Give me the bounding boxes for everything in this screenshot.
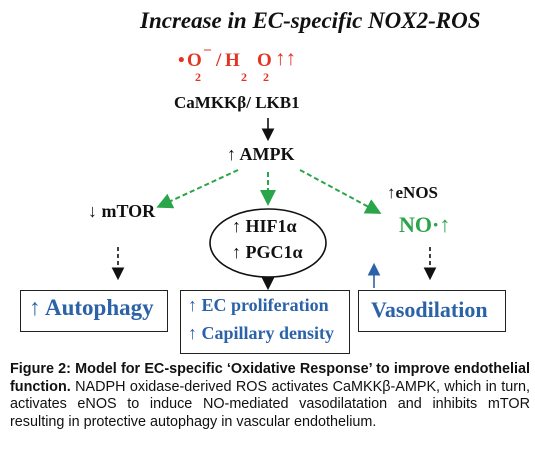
ros-up-arrows: ↑↑	[275, 46, 296, 70]
ros-o: O	[187, 50, 202, 71]
ec-proliferation-label: ↑ EC proliferation	[188, 295, 329, 315]
ampk-node: ↑ AMPK	[227, 144, 295, 164]
figure-caption: Figure 2: Model for EC-specific ‘Oxidati…	[10, 361, 530, 431]
hif-pgc-ellipse	[209, 208, 327, 278]
diagram-title: Increase in EC-specific NOX2-ROS	[140, 8, 481, 33]
nitric-oxide-node: NO·↑	[399, 212, 451, 237]
ros-superscript: –	[204, 42, 211, 57]
autophagy-box: ↑ Autophagy	[20, 290, 168, 332]
caption-bold: Figure 2: Model for EC-specific ‘Oxidati…	[10, 361, 530, 395]
caption-text: NADPH oxidase-derived ROS activates CaMK…	[10, 378, 530, 430]
capillary-density-label: ↑ Capillary density	[188, 323, 335, 343]
proliferation-box: ↑ EC proliferation ↑ Capillary density	[180, 290, 350, 354]
mtor-node: ↓ mTOR	[88, 201, 156, 221]
arrow-ampk-to-enos	[299, 169, 382, 214]
pgc1a-node: ↑ PGC1α	[232, 242, 303, 262]
arrow-ampk-to-mtor	[156, 169, 239, 209]
enos-node: ↑eNOS	[387, 183, 438, 202]
camkk-lkb1-node: CaMKKβ/ LKB1	[174, 93, 300, 112]
vasodilation-box: Vasodilation	[358, 290, 506, 332]
ros-h: H	[225, 50, 240, 71]
ros-sub-1: 2	[195, 70, 201, 84]
hif1a-node: ↑ HIF1α	[232, 216, 297, 236]
ros-sub-3: 2	[263, 70, 269, 84]
ros-bullet: •	[178, 50, 185, 71]
ros-slash: /	[216, 50, 222, 71]
autophagy-label: ↑ Autophagy	[29, 295, 154, 320]
ros-o-2: O	[257, 50, 272, 71]
vasodilation-label: Vasodilation	[371, 297, 488, 322]
ros-sub-2: 2	[241, 70, 247, 84]
